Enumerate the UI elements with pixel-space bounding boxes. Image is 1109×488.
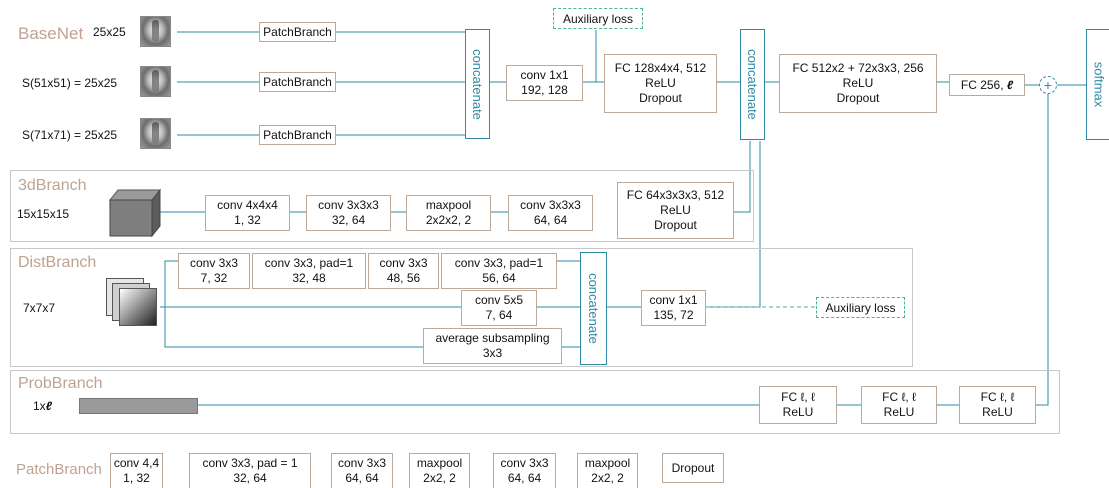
sum-node: + [1039,76,1057,94]
cube-icon [108,188,162,238]
softmax-box: softmax [1086,29,1109,140]
patchbranch-box: PatchBranch [259,72,336,92]
input-25x25-label: 25x25 [93,25,126,39]
patch-image-thumbnail [140,118,171,149]
patch-image-thumbnail [140,66,171,97]
auxiliary-loss-box: Auxiliary loss [816,297,905,318]
concatenate-box: concatenate [465,29,490,139]
input-71-label: S(71x71) = 25x25 [22,128,118,142]
3dbranch-title: 3dBranch [18,177,87,194]
fc-256-box: FC 256, ℓ [949,74,1025,96]
3dbranch-panel [10,170,754,242]
patch-image-thumbnail [140,16,171,47]
patchbranch-title: PatchBranch [16,461,102,478]
concatenate-box: concatenate [580,252,607,365]
probbranch-title: ProbBranch [18,375,103,392]
distbranch-title: DistBranch [18,254,97,271]
dropout-box: Dropout [662,453,724,483]
probability-vector-bar [79,398,198,414]
probbranch-panel [10,370,1060,434]
ell-symbol: ℓ [1006,77,1014,92]
input-51-label: S(51x51) = 25x25 [22,76,118,90]
patchbranch-box: PatchBranch [259,22,336,42]
dist-input-label: 7x7x7 [23,301,56,315]
basenet-title: BaseNet [18,24,84,43]
distbranch-panel [10,248,913,367]
auxiliary-loss-box: Auxiliary loss [553,8,643,29]
3d-input-label: 15x15x15 [17,207,70,221]
concatenate-box: concatenate [740,29,765,140]
prob-input-label: 1xℓ [33,399,52,413]
patchbranch-box: PatchBranch [259,125,336,145]
ell-symbol: ℓ [45,399,52,413]
